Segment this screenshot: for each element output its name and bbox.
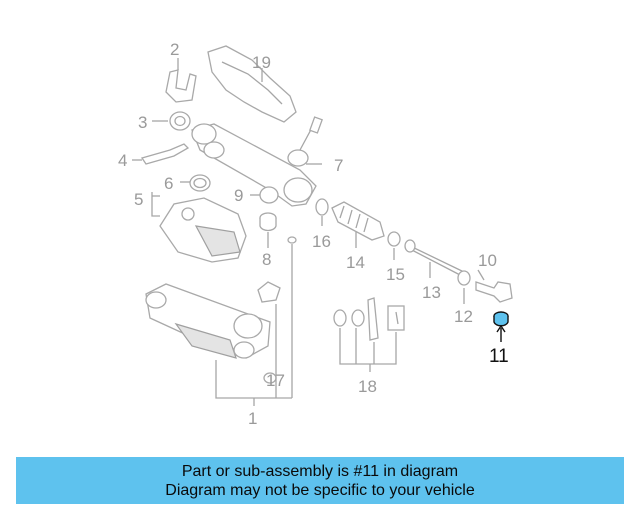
callout-6: 6: [164, 174, 173, 193]
callout-13: 13: [422, 283, 441, 302]
callout-2: 2: [170, 40, 179, 59]
part-17-mount[interactable]: [257, 236, 297, 398]
callout-18: 18: [358, 377, 377, 396]
callout-9: 9: [234, 186, 243, 205]
part-6-ring[interactable]: [180, 174, 211, 192]
callout-5: 5: [134, 190, 143, 209]
callout-7: 7: [334, 156, 343, 175]
part-12-nut[interactable]: [457, 270, 471, 304]
callout-10: 10: [478, 251, 497, 270]
part-4-clamp[interactable]: [132, 143, 190, 165]
callout-11: 11: [489, 346, 509, 367]
lower-rack-assembly[interactable]: [145, 283, 277, 384]
callout-16: 16: [312, 232, 331, 251]
part-10-tie-rod-end[interactable]: [475, 269, 513, 303]
parts-diagram: 2 19 3 4 7 6 5 9 16 8 14 10 15 13 12 11 …: [118, 40, 513, 428]
part-5-gear-housing[interactable]: [151, 192, 247, 263]
banner-line-2: Diagram may not be specific to your vehi…: [165, 481, 475, 499]
callout-8: 8: [262, 250, 271, 269]
part-1-leader: [215, 360, 292, 406]
banner-line-1: Part or sub-assembly is #11 in diagram: [181, 462, 459, 480]
callout-3: 3: [138, 113, 147, 132]
part-11-highlighted-nut[interactable]: [493, 311, 509, 342]
upper-rack-assembly[interactable]: [191, 116, 323, 207]
part-18-seal-kit[interactable]: [333, 297, 405, 372]
callout-12: 12: [454, 307, 473, 326]
callout-4: 4: [118, 151, 127, 170]
callout-14: 14: [346, 253, 365, 272]
info-banner: Part or sub-assembly is #11 in diagram D…: [16, 457, 624, 504]
part-13-inner-tie-rod[interactable]: [404, 239, 465, 278]
part-3-bushing[interactable]: [152, 111, 191, 131]
callout-15: 15: [386, 265, 405, 284]
part-19-heat-shield[interactable]: [207, 45, 297, 123]
part-2-bracket[interactable]: [165, 58, 197, 103]
part-16-ring[interactable]: [315, 198, 329, 226]
part-15-clamp[interactable]: [387, 231, 401, 260]
callout-17: 17: [266, 371, 285, 390]
callout-19: 19: [252, 53, 271, 72]
part-8-seal[interactable]: [259, 212, 277, 248]
part-9-bushing[interactable]: [250, 186, 279, 204]
part-14-boot[interactable]: [331, 201, 385, 248]
callout-1: 1: [248, 409, 257, 428]
